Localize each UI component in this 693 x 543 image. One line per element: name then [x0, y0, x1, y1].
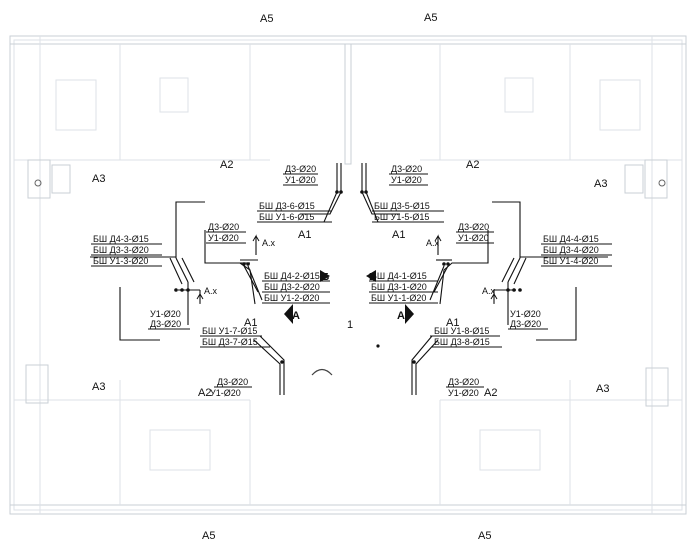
r5-d3: Д3-Ø20: [391, 164, 422, 174]
zone-a2-upper-right: А2: [466, 159, 479, 171]
r3-d3: Д3-Ø20: [208, 222, 239, 232]
zone-a1-lower-left: А1: [244, 317, 257, 329]
zone-a1-upper-left: А1: [298, 229, 311, 241]
r3-bsh-u1: БШ У1-3-Ø20: [93, 256, 148, 266]
r8-u1: У1-Ø20: [448, 388, 479, 398]
mark-ax-left-upper: А.х: [262, 238, 276, 248]
zone-a3-upper-right: А3: [594, 178, 607, 190]
r4-bsh-u1: БШ У1-4-Ø20: [543, 256, 598, 266]
r7-d3: Д3-Ø20: [217, 377, 248, 387]
zone-labels: А5 А5 А5 А5 А2 А2 А3 А3 А3 А3 А1 А1 А1 А…: [92, 12, 609, 542]
r6-u1: У1-Ø20: [285, 175, 316, 185]
r7-u1: У1-Ø20: [210, 388, 241, 398]
r1-bsh-d3: БШ Д3-1-Ø20: [371, 282, 427, 292]
zone-a5-bottom-right: А5: [478, 530, 491, 542]
zone-a3-upper-left: А3: [92, 173, 105, 185]
center-number: 1: [347, 319, 353, 331]
section-marker-b-right: [366, 270, 376, 282]
r4-bsh-d3: БШ Д3-4-Ø20: [543, 245, 599, 255]
pipe-routing: [90, 163, 608, 395]
r3-d3-lower: Д3-Ø20: [150, 319, 181, 329]
r6-d3: Д3-Ø20: [285, 164, 316, 174]
r2-bsh-d4: БШ Д4-2-Ø15: [264, 271, 320, 281]
zone-a5-top-right: А5: [424, 12, 437, 24]
r8-bsh-u1: БШ У1-8-Ø15: [434, 326, 489, 336]
r5-u1: У1-Ø20: [391, 175, 422, 185]
r6-bsh-u1: БШ У1-6-Ø15: [259, 212, 314, 222]
r8-bsh-d3: БШ Д3-8-Ø15: [434, 337, 490, 347]
fixtures: [25, 159, 669, 407]
r4-bsh-d4: БШ Д4-4-Ø15: [543, 234, 599, 244]
zone-a3-lower-left: А3: [92, 381, 105, 393]
r5-bsh-u1: БШ У1-5-Ø15: [374, 212, 429, 222]
r2-bsh-u1: БШ У1-2-Ø20: [264, 293, 319, 303]
zone-a1-lower-right: А1: [446, 317, 459, 329]
zone-a3-lower-right: А3: [596, 383, 609, 395]
mark-ax-left-lower: А.х: [204, 286, 218, 296]
zone-a2-upper-left: А2: [220, 159, 233, 171]
zone-a1-upper-right: А1: [392, 229, 405, 241]
r5-bsh-d3: БШ Д3-5-Ø15: [374, 201, 430, 211]
zone-a5-bottom-left: А5: [202, 530, 215, 542]
door-arc: [311, 368, 333, 376]
r4-u1: У1-Ø20: [458, 233, 489, 243]
r3-u1: У1-Ø20: [208, 233, 239, 243]
section-b-left-label: Б: [322, 272, 329, 283]
r3-bsh-d3: БШ Д3-3-Ø20: [93, 245, 149, 255]
r4-d3-lower: Д3-Ø20: [510, 319, 541, 329]
r2-bsh-d3: БШ Д3-2-Ø20: [264, 282, 320, 292]
background-architecture: [9, 35, 687, 515]
r8-d3: Д3-Ø20: [448, 377, 479, 387]
section-a-left-label: А: [292, 310, 300, 322]
r3-bsh-d4: БШ Д4-3-Ø15: [93, 234, 149, 244]
section-b-right-label: Б: [369, 272, 376, 283]
zone-a5-top-left: А5: [260, 13, 273, 25]
section-a-right-label: А: [397, 310, 405, 322]
zone-a2-lower-right: А2: [484, 387, 497, 399]
r7-bsh-u1: БШ У1-7-Ø15: [202, 326, 257, 336]
section-marker-a-right: [405, 304, 414, 324]
r3-u1-lower: У1-Ø20: [150, 309, 181, 319]
r1-bsh-d4: БШ Д4-1-Ø15: [371, 271, 427, 281]
r6-bsh-d3: БШ Д3-6-Ø15: [259, 201, 315, 211]
r1-bsh-u1: БШ У1-1-Ø20: [371, 293, 426, 303]
section-marker-b-left: [320, 270, 330, 282]
r4-u1-lower: У1-Ø20: [510, 309, 541, 319]
annotation-marks: А.х А.х А.х А.х А А Б Б: [196, 234, 498, 324]
mark-ax-right-lower: А.х: [482, 286, 496, 296]
mark-ax-right-upper: А.х: [426, 238, 440, 248]
riser-labels: Д3-Ø20 У1-Ø20 БШ Д3-6-Ø15 БШ У1-6-Ø15 Д3…: [91, 164, 612, 399]
section-marker-a-left: [284, 304, 293, 324]
zone-a2-lower-left: А2: [198, 387, 211, 399]
r4-d3: Д3-Ø20: [458, 222, 489, 232]
r7-bsh-d3: БШ Д3-7-Ø15: [202, 337, 258, 347]
